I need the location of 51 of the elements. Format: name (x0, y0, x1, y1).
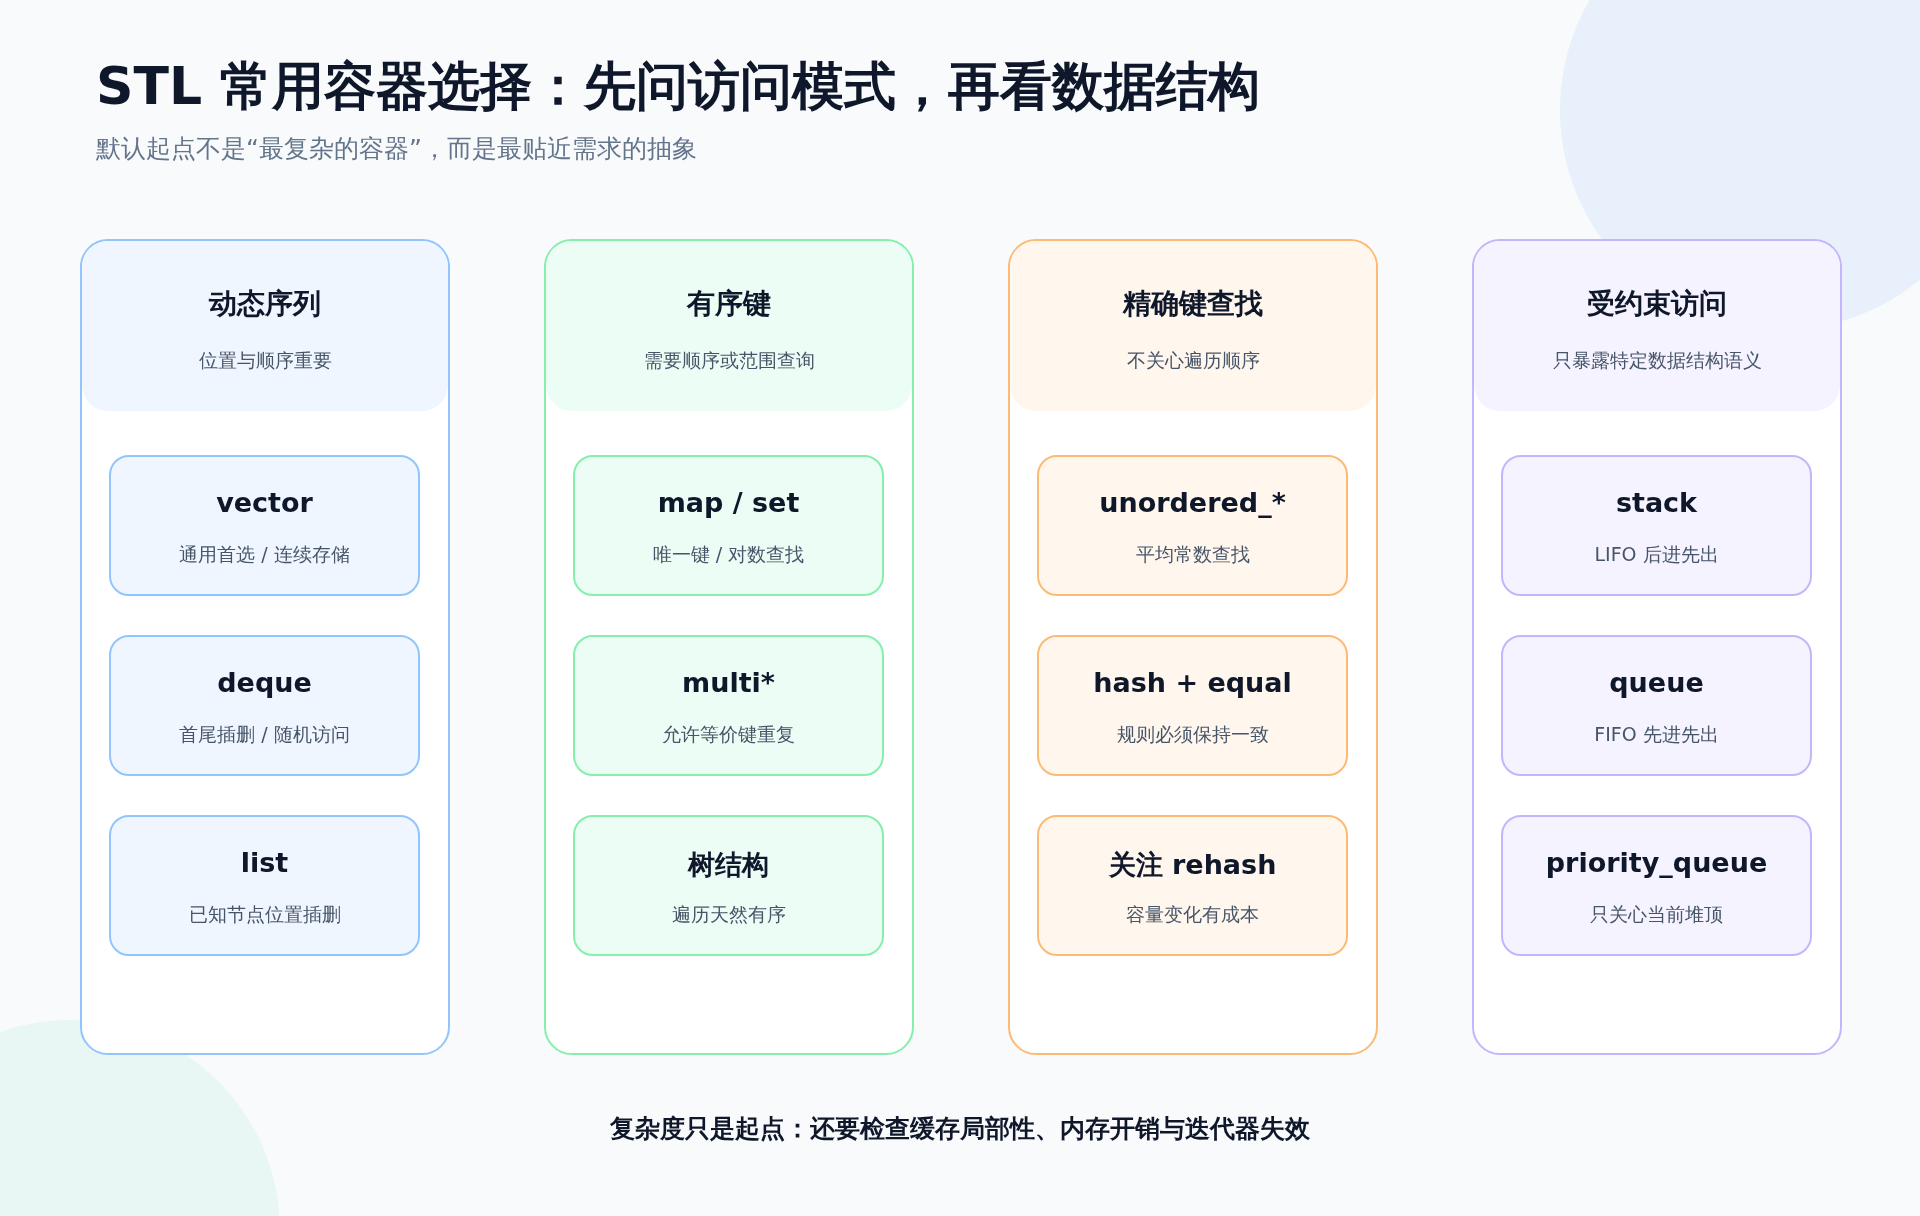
column-heading: 精确键查找 (1121, 286, 1264, 322)
category-column (80, 239, 450, 1055)
container-card (109, 815, 420, 956)
container-description: 首尾插删 / 随机访问 (178, 722, 351, 747)
container-name: unordered_* (1098, 487, 1287, 518)
subtitle: 默认起点不是“最复杂的容器”，而是最贴近需求的抽象 (96, 134, 697, 163)
container-description: LIFO 后进先出 (1593, 542, 1720, 567)
container-description: 唯一键 / 对数查找 (651, 542, 806, 567)
title: STL 常用容器选择：先问访问模式，再看数据结构 (96, 55, 1261, 118)
container-description: 允许等价键重复 (661, 722, 796, 747)
category-column (1008, 239, 1378, 1055)
container-card (1037, 455, 1348, 596)
container-description: 只关心当前堆顶 (1589, 902, 1724, 927)
container-name: hash + equal (1092, 667, 1293, 698)
container-description: 已知节点位置插删 (187, 902, 342, 927)
container-description: 遍历天然有序 (670, 902, 787, 927)
container-card (1501, 455, 1812, 596)
container-description: 平均常数查找 (1134, 542, 1251, 567)
container-card (1037, 635, 1348, 776)
column-subtitle: 需要顺序或范围查询 (642, 348, 816, 373)
container-name: multi* (681, 667, 776, 698)
column-subtitle: 位置与顺序重要 (197, 348, 333, 373)
category-column (1472, 239, 1842, 1055)
container-description: 容量变化有成本 (1125, 902, 1260, 927)
container-name: vector (215, 487, 314, 518)
container-card (1501, 635, 1812, 776)
column-subtitle: 不关心遍历顺序 (1125, 348, 1261, 373)
container-name: map / set (656, 487, 801, 518)
container-description: FIFO 先进先出 (1593, 722, 1720, 747)
container-name: deque (216, 667, 313, 698)
column-heading: 动态序列 (207, 286, 322, 322)
container-description: 规则必须保持一致 (1115, 722, 1270, 747)
column-subtitle: 只暴露特定数据结构语义 (1551, 348, 1763, 373)
footer-note: 复杂度只是起点：还要检查缓存局部性、内存开销与迭代器失效 (610, 1114, 1310, 1143)
column-heading: 有序键 (685, 286, 772, 322)
category-column (544, 239, 914, 1055)
container-name: list (239, 847, 290, 878)
container-card (1501, 815, 1812, 956)
container-card (573, 455, 884, 596)
container-card (109, 455, 420, 596)
container-card (109, 635, 420, 776)
container-name: queue (1608, 667, 1705, 698)
container-name: 树结构 (686, 848, 770, 882)
column-heading: 受约束访问 (1586, 286, 1728, 322)
container-name: 关注 rehash (1107, 848, 1278, 882)
container-description: 通用首选 / 连续存储 (178, 542, 351, 567)
container-card (573, 815, 884, 956)
container-name: stack (1614, 487, 1699, 518)
container-name: priority_queue (1544, 847, 1769, 878)
container-card (573, 635, 884, 776)
container-card (1037, 815, 1348, 956)
